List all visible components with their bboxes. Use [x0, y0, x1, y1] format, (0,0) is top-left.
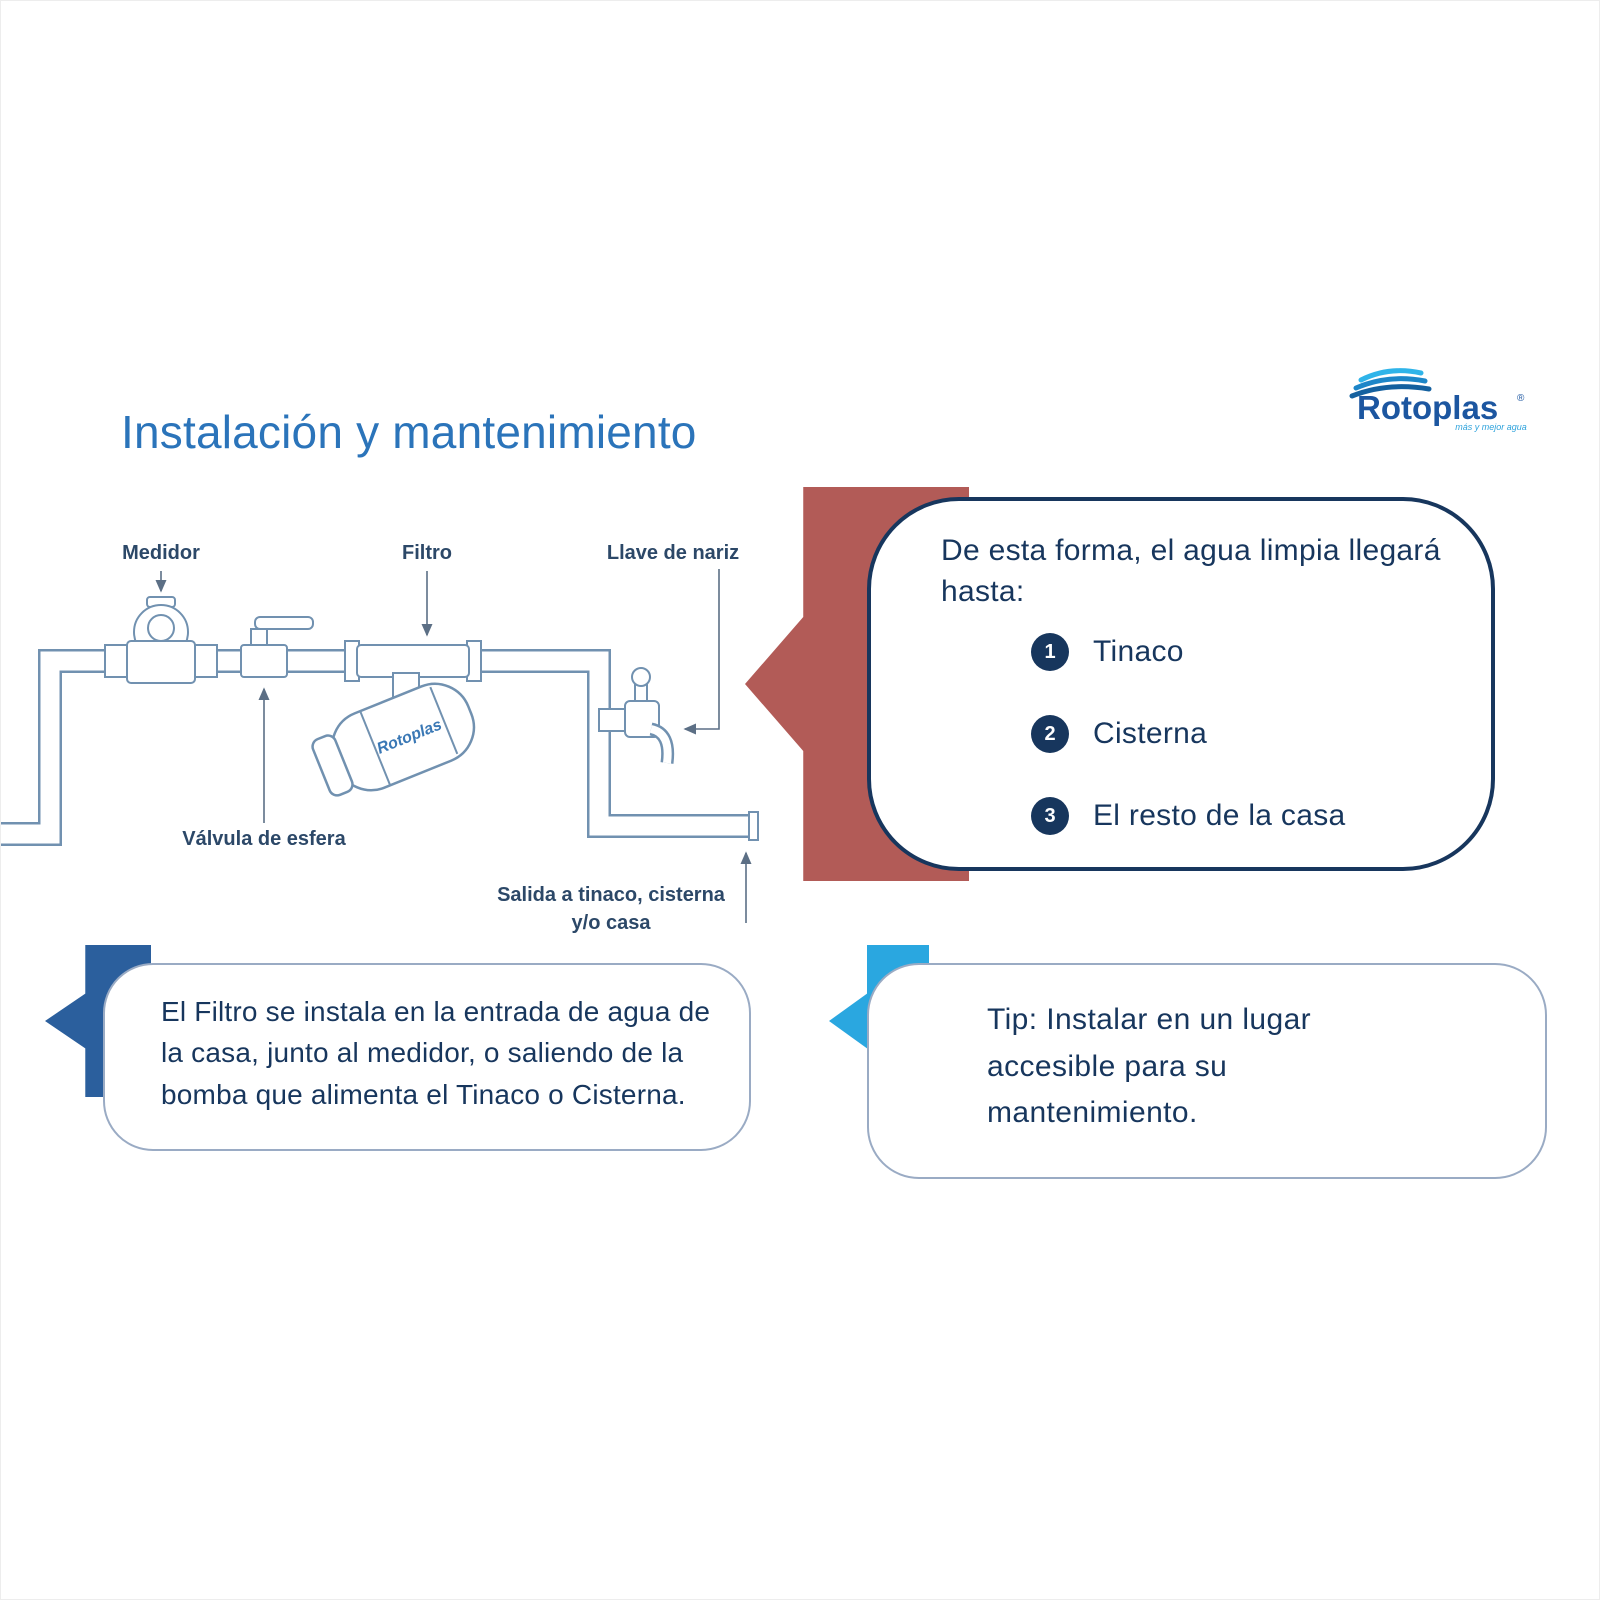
item-number-badge: 3	[1031, 797, 1069, 835]
ball-valve	[240, 616, 314, 678]
tip-text-line1: Tip: Instalar en un lugar	[987, 1003, 1312, 1036]
logo-tagline: más y mejor agua	[1455, 422, 1527, 432]
destinations-intro: De esta forma, el agua limpia llegará ha…	[941, 531, 1441, 612]
label-valvula: Válvula de esfera	[182, 828, 346, 850]
water-meter	[104, 596, 218, 684]
item-label: El resto de la casa	[1093, 799, 1346, 832]
install-callout: El Filtro se instala en la entrada de ag…	[103, 963, 751, 1151]
destination-item: 2 Cisterna	[1031, 715, 1346, 753]
destinations-list: 1 Tinaco 2 Cisterna 3 El resto de la cas…	[1031, 633, 1346, 835]
tip-text-line3: mantenimiento.	[987, 1096, 1198, 1129]
page-title: Instalación y mantenimiento	[121, 406, 697, 458]
label-salida-line2: y/o casa	[572, 912, 652, 934]
logo-registered-mark: ®	[1517, 393, 1525, 404]
faucet	[598, 667, 675, 764]
label-llave-de-nariz: Llave de nariz	[607, 542, 739, 564]
label-filtro: Filtro	[402, 542, 452, 564]
pipe-run	[1, 649, 759, 846]
destination-item: 3 El resto de la casa	[1031, 797, 1346, 835]
logo-brand-text: Rotoplas	[1357, 389, 1498, 426]
tip-text-line2: accesible para su	[987, 1049, 1228, 1083]
destinations-callout: De esta forma, el agua limpia llegará ha…	[867, 497, 1495, 871]
pipe-outlet-cap	[748, 811, 759, 841]
arrow-to-faucet	[683, 569, 720, 735]
item-label: Tinaco	[1093, 635, 1184, 668]
item-number-badge: 1	[1031, 633, 1069, 671]
install-text: El Filtro se instala en la entrada de ag…	[161, 991, 723, 1115]
tip-callout: Tip: Instalar en un lugar accesible para…	[867, 963, 1547, 1179]
rotoplas-logo: Rotoplas ® más y mejor agua	[1349, 368, 1527, 432]
install-text-line1: El Filtro se instala en la entrada de ag…	[161, 996, 711, 1027]
pipe-diagram: Rotoplas Medidor Filtro Llave de nariz V…	[1, 542, 759, 934]
item-label: Cisterna	[1093, 717, 1208, 750]
label-medidor: Medidor	[122, 542, 200, 564]
destination-item: 1 Tinaco	[1031, 633, 1346, 671]
label-salida-line1: Salida a tinaco, cisterna	[497, 884, 726, 906]
item-number-badge: 2	[1031, 715, 1069, 753]
install-text-line2: la casa, junto al medidor, o saliendo de…	[161, 1037, 684, 1069]
destinations-intro-line1: De esta forma, el agua limpia llegará	[941, 534, 1441, 567]
destinations-intro-line2: hasta:	[941, 574, 1025, 608]
filter-assembly: Rotoplas	[311, 640, 482, 797]
install-text-line3: bomba que alimenta el Tinaco o Cisterna.	[161, 1078, 686, 1110]
logo-waves-icon	[1349, 368, 1432, 399]
tip-text: Tip: Instalar en un lugar accesible para…	[987, 997, 1519, 1137]
